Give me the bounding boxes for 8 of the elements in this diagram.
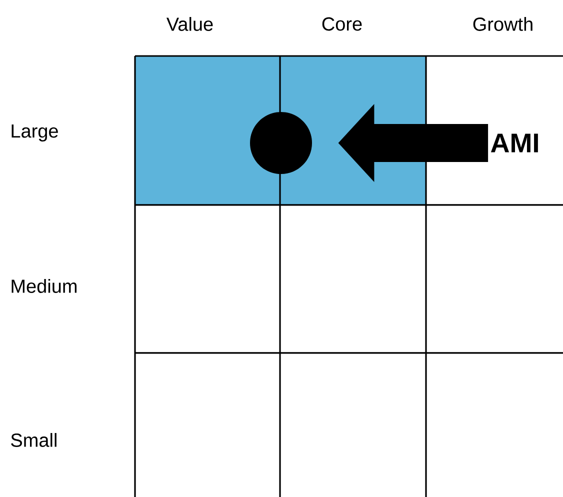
row-header: Small xyxy=(11,433,56,447)
column-header: Core xyxy=(322,17,362,31)
row-header: Medium xyxy=(12,279,76,293)
node-label: AMI xyxy=(490,134,538,152)
column-header: Growth xyxy=(473,17,532,31)
dot xyxy=(250,112,312,174)
column-header: Value xyxy=(166,17,213,31)
row-header: Large xyxy=(12,124,58,142)
